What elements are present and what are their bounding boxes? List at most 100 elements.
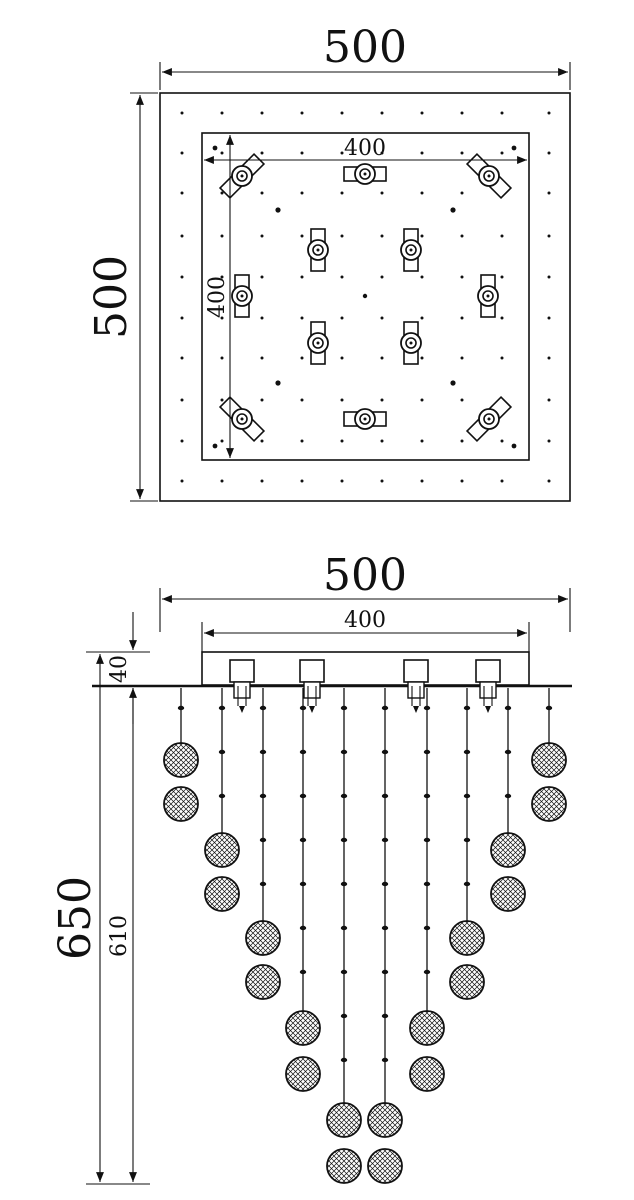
grid-dot <box>180 111 184 115</box>
grid-dot <box>260 191 264 195</box>
strand-bead <box>299 793 307 799</box>
crystal-ball <box>245 920 281 956</box>
grid-dot <box>380 111 384 115</box>
grid-dot <box>220 234 224 238</box>
crystal-ball <box>163 786 199 822</box>
spotlight-inner-2 <box>400 228 422 272</box>
strand-bead <box>463 793 471 799</box>
grid-dot <box>260 275 264 279</box>
side-spotlight-4 <box>475 659 501 713</box>
crystal-ball <box>531 786 567 822</box>
crystal-ball <box>367 1102 403 1138</box>
spotlight-inner-1 <box>307 228 329 272</box>
grid-dot <box>460 398 464 402</box>
spotlight-right-center <box>477 274 499 318</box>
dim-top-outer-height: 500 <box>86 92 158 502</box>
strand-bead <box>259 705 267 711</box>
strand-bead <box>299 925 307 931</box>
grid-dot <box>547 439 551 443</box>
spotlight-inner-3 <box>307 321 329 365</box>
grid-dot <box>180 398 184 402</box>
grid-dot <box>180 151 184 155</box>
dim-label-top-outer-height: 500 <box>86 255 137 339</box>
grid-dot <box>180 356 184 360</box>
spotlight-top-left <box>218 152 266 200</box>
grid-dot <box>220 439 224 443</box>
grid-dot <box>500 111 504 115</box>
top-outer-plate <box>159 92 571 502</box>
crystal-ball <box>285 1056 321 1092</box>
grid-dot <box>340 191 344 195</box>
grid-dot <box>420 191 424 195</box>
grid-dot <box>500 479 504 483</box>
grid-dot <box>500 316 504 320</box>
strand-bead <box>299 749 307 755</box>
strand-bead <box>340 837 348 843</box>
strand-bead <box>381 793 389 799</box>
strand-bead <box>259 793 267 799</box>
dim-side-outer-width: 500 <box>159 550 571 632</box>
grid-dot <box>220 191 224 195</box>
grid-dot <box>300 439 304 443</box>
dim-top-inner-height: 400 <box>205 135 234 458</box>
strand-bead <box>340 793 348 799</box>
crystal-ball <box>285 1010 321 1046</box>
grid-dot <box>300 191 304 195</box>
dim-label-side-canopy-height: 40 <box>107 655 132 683</box>
grid-dot <box>260 439 264 443</box>
strand-bead <box>504 793 512 799</box>
grid-dot <box>420 398 424 402</box>
strand-bead <box>177 705 185 711</box>
grid-dot <box>547 111 551 115</box>
grid-dot <box>340 151 344 155</box>
grid-dot <box>420 316 424 320</box>
grid-dot <box>260 151 264 155</box>
grid-dot <box>547 234 551 238</box>
grid-dot <box>340 275 344 279</box>
strand-bead <box>423 705 431 711</box>
crystal-ball <box>409 1010 445 1046</box>
strand-bead <box>463 837 471 843</box>
crystal-ball <box>204 832 240 868</box>
strand-bead <box>381 925 389 931</box>
crystal-ball <box>326 1148 362 1184</box>
dim-top-outer-width: 500 <box>159 22 571 90</box>
grid-dot <box>380 151 384 155</box>
grid-dot <box>500 439 504 443</box>
grid-dot <box>460 151 464 155</box>
grid-dot <box>460 234 464 238</box>
side-view: 500 400 <box>50 550 572 1185</box>
grid-dot <box>420 111 424 115</box>
grid-dot <box>260 234 264 238</box>
dim-top-inner-width: 400 <box>204 136 527 164</box>
side-spotlight-3 <box>403 659 429 713</box>
grid-dot <box>500 275 504 279</box>
grid-dot <box>547 398 551 402</box>
grid-dot <box>340 439 344 443</box>
grid-dot <box>300 275 304 279</box>
dim-label-top-inner-width: 400 <box>344 136 386 161</box>
strand-bead <box>545 705 553 711</box>
strand-bead <box>340 969 348 975</box>
grid-dot <box>460 191 464 195</box>
spotlight-inner-4 <box>400 321 422 365</box>
grid-dot <box>460 316 464 320</box>
grid-dot <box>180 479 184 483</box>
grid-dot <box>180 439 184 443</box>
dim-side-total-height: 650 <box>50 651 150 1185</box>
grid-dot <box>220 356 224 360</box>
grid-dot <box>380 398 384 402</box>
strand-bead <box>463 749 471 755</box>
strand-bead <box>299 705 307 711</box>
grid-dot <box>340 316 344 320</box>
grid-dot <box>300 479 304 483</box>
grid-dot <box>547 191 551 195</box>
grid-dot <box>300 151 304 155</box>
grid-dot <box>220 111 224 115</box>
strand-bead <box>218 749 226 755</box>
dim-label-side-total-height: 650 <box>50 876 101 960</box>
spotlight-left-center <box>231 274 253 318</box>
grid-dot <box>380 479 384 483</box>
strand-bead <box>381 749 389 755</box>
